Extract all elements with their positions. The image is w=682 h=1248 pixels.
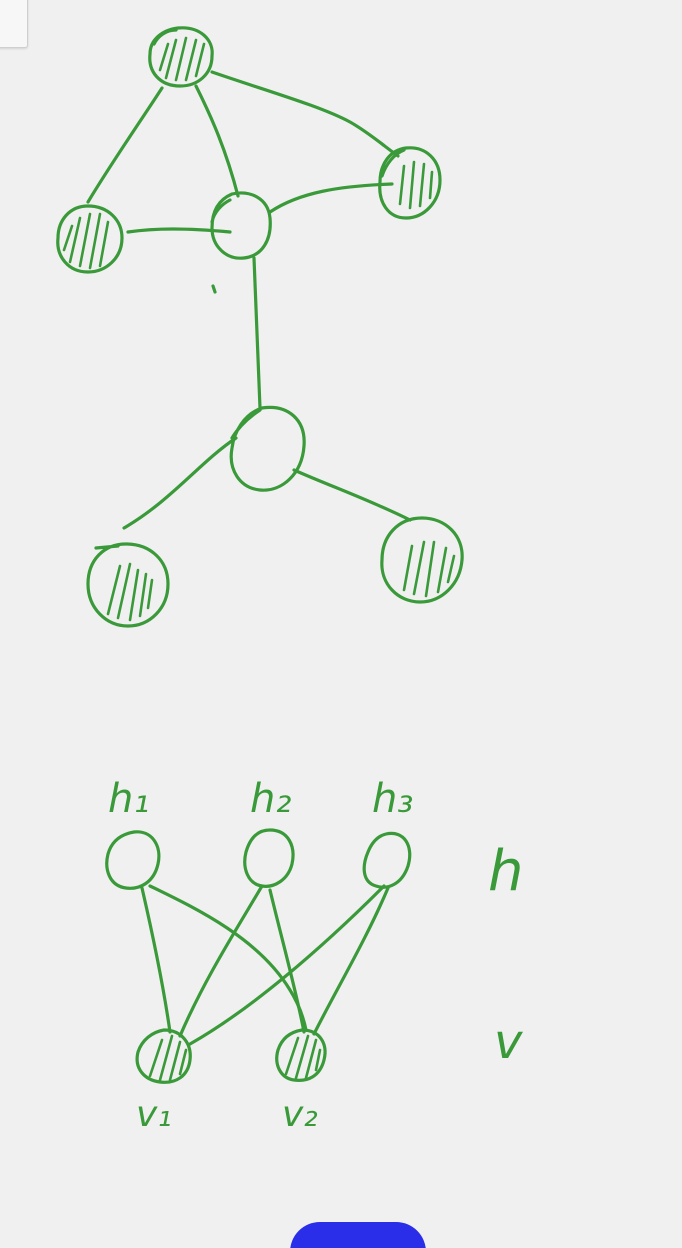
edge-h1-v2	[148, 884, 308, 1032]
label-v2: v₂	[282, 1094, 318, 1135]
node-v2	[275, 1028, 327, 1082]
corner-panel-tab[interactable]	[0, 0, 28, 48]
rbm-diagram: h₁ h₂ h₃ h v v₁ v₂	[105, 776, 524, 1135]
node-top	[148, 26, 214, 88]
node-h3	[362, 831, 412, 889]
edge-top-left	[86, 86, 164, 204]
node-center	[210, 191, 272, 260]
label-h1: h₁	[108, 776, 149, 822]
node-h1	[105, 830, 161, 890]
edge-top-center	[194, 84, 240, 198]
markov-graph	[56, 26, 464, 628]
edge-center-middle	[252, 256, 262, 410]
node-middle	[229, 405, 306, 492]
edge-middle-bottomright	[292, 468, 412, 522]
node-v1	[135, 1028, 192, 1084]
node-bottom-right	[380, 516, 464, 604]
node-right	[378, 146, 442, 220]
edge-h3-v2	[312, 886, 390, 1036]
record-button[interactable]	[290, 1222, 426, 1248]
label-h3: h₃	[372, 776, 413, 822]
edge-h2-v2	[268, 888, 306, 1034]
edge-center-right	[268, 182, 394, 214]
node-left	[56, 204, 124, 274]
edge-h3-v1	[188, 884, 386, 1046]
edge-top-right	[210, 70, 400, 158]
label-hidden-layer: h	[488, 839, 524, 904]
label-v1: v₁	[136, 1094, 172, 1135]
edge-h2-v1	[178, 884, 264, 1038]
stray-mark	[211, 284, 217, 294]
edge-middle-bottomleft	[122, 436, 238, 530]
node-h2	[243, 828, 295, 888]
edge-left-center	[126, 227, 232, 234]
edge-h1-v1	[140, 886, 172, 1034]
label-visible-layer: v	[494, 1014, 523, 1070]
label-h2: h₂	[250, 776, 291, 822]
node-bottom-left	[86, 542, 170, 628]
